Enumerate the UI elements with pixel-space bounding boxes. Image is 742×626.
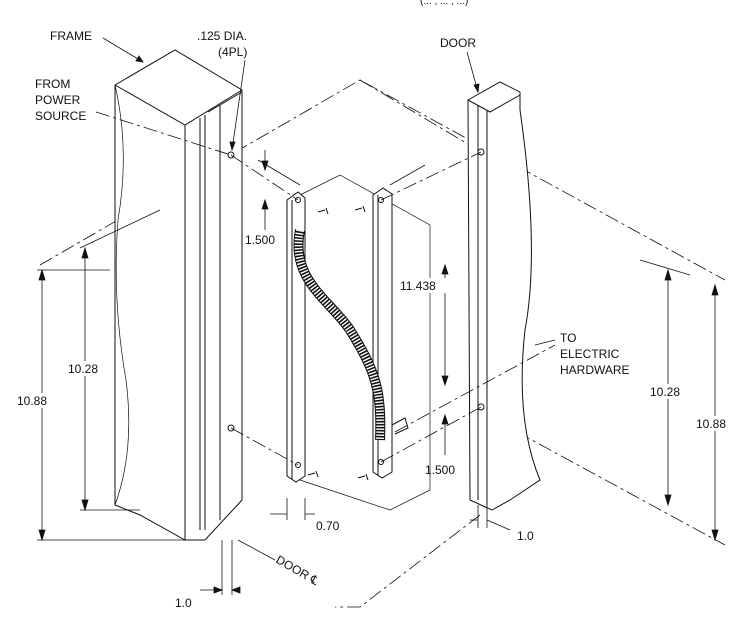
hole-dia-label: .125 DIA. [197,29,247,43]
from-power-label-2: POWER [35,93,81,107]
mounting-box [299,174,431,511]
frame-post [114,49,243,541]
frame-label: FRAME [50,29,92,43]
door-plane-outline [39,79,726,608]
from-power-label-1: FROM [35,77,70,91]
dim-door-outer: 10.88 [696,417,726,431]
door-bottom-hole [477,403,485,411]
mounting-screws [307,205,369,481]
hole-count-label: (4PL) [218,45,247,59]
from-power-label-3: SOURCE [35,109,86,123]
dim-door-edge: 1.0 [517,529,534,543]
dim-bottom-offset: 1.500 [425,463,455,477]
door-post [467,81,541,511]
to-hardware-label-3: HARDWARE [560,363,630,377]
door-centerline-label: DOOR ℄ [274,552,322,588]
leader-lines [102,37,556,346]
armored-cable [293,229,409,441]
door-label: DOOR [440,36,476,50]
dim-frame-edge: 1.0 [175,596,192,610]
dim-length: 11.438 [400,279,436,293]
header-fragment: (... , ... , ...) [420,0,468,7]
to-hardware-label-2: ELECTRIC [560,347,620,361]
hole-centerlines [95,111,556,466]
dim-frame-outer: 10.88 [17,394,47,408]
to-hardware-label-1: TO [560,331,576,345]
dim-width: 0.70 [316,519,340,533]
dim-door-inner: 10.28 [650,385,680,399]
dim-frame-inner: 10.28 [68,362,98,376]
dim-top-offset: 1.500 [245,233,275,247]
